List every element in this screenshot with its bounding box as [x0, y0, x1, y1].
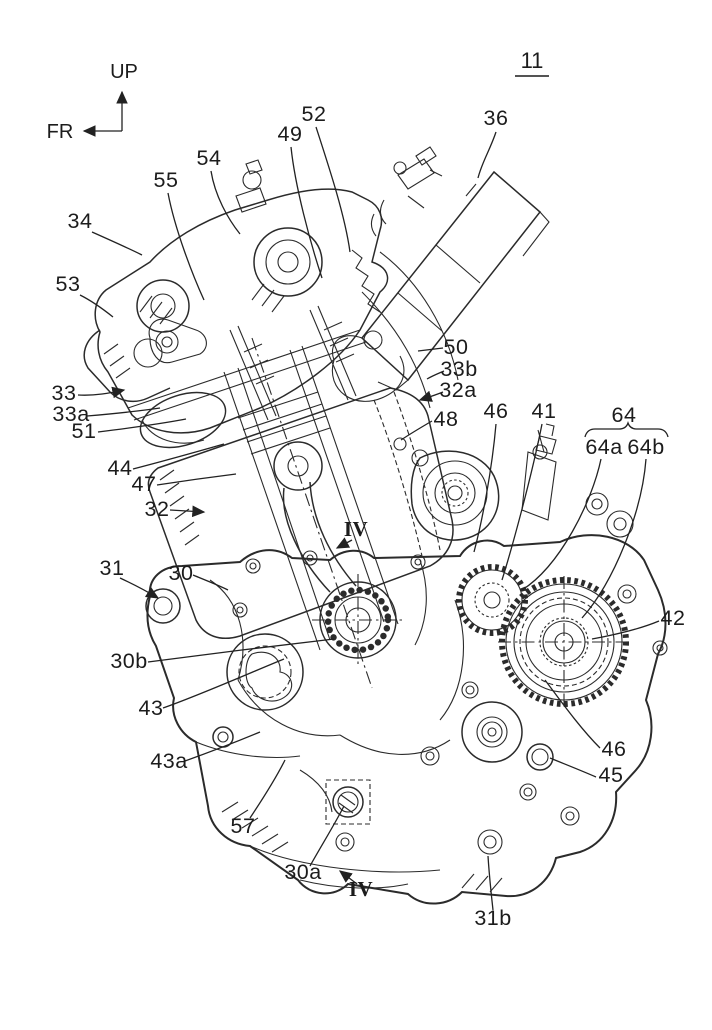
leader-50: [417, 347, 444, 352]
leader-36: [477, 131, 497, 179]
ref-label-42: 42: [661, 606, 686, 630]
leader-64a: [521, 458, 602, 591]
ref-label-57: 57: [231, 814, 256, 838]
leader-46-lower: [544, 679, 601, 749]
injector-assembly: [370, 146, 443, 237]
ref-label-55: 55: [154, 168, 179, 192]
leader-42: [591, 620, 660, 640]
leader-52: [315, 126, 351, 253]
ref-label-36: 36: [484, 106, 509, 130]
axis-label-fr: FR: [47, 121, 74, 143]
cylinder-head: [94, 159, 389, 434]
bolt-holes: [232, 492, 668, 855]
ref-label-46-lower: 46: [602, 737, 627, 761]
leader-57: [249, 759, 286, 819]
leader-31: [119, 577, 160, 599]
leader-49: [290, 146, 323, 279]
ref-label-64: 64: [612, 403, 637, 427]
leader-31b: [487, 855, 494, 911]
ref-label-32: 32: [145, 497, 170, 521]
crank-bearing: [312, 574, 404, 666]
axis-label-up: UP: [110, 61, 138, 83]
ref-label-64a: 64a: [585, 435, 622, 459]
ref-label-34: 34: [68, 209, 93, 233]
ref-label-46-upper: 46: [484, 399, 509, 423]
leader-lines: [77, 126, 669, 911]
leader-48: [400, 420, 433, 441]
leader-30a: [309, 805, 345, 867]
leader-51: [97, 418, 187, 433]
ref-label-48: 48: [434, 407, 459, 431]
section-label-mid: IV: [344, 517, 368, 541]
gear-cluster: [456, 429, 630, 708]
figure-number: 11: [521, 48, 544, 73]
figure-number-group: 11: [515, 48, 549, 77]
ref-label-33b: 33b: [440, 357, 477, 381]
ref-label-31: 31: [100, 556, 125, 580]
crankcase: [145, 492, 668, 905]
leader-33: [77, 386, 126, 399]
ref-label-32a: 32a: [439, 378, 476, 402]
pump-boss: [299, 769, 371, 825]
leader-30b: [147, 638, 335, 663]
leader-30: [192, 574, 229, 591]
cam-chain-cover: [410, 423, 557, 541]
ref-label-64b: 64b: [627, 435, 664, 459]
ref-labels: 36 52 49 54 55 34 53 33 33a 51 44 47 32 …: [52, 102, 686, 930]
ref-label-43a: 43a: [150, 749, 187, 773]
leader-64b: [581, 458, 647, 619]
cylinder-block: [147, 337, 454, 689]
ref-label-49: 49: [278, 122, 303, 146]
orientation-arrows: UP FR: [47, 61, 138, 143]
ref-label-43: 43: [139, 696, 164, 720]
leader-47: [156, 473, 237, 486]
leader-44: [132, 443, 225, 470]
ref-label-30a: 30a: [284, 860, 321, 884]
leader-34: [91, 231, 143, 256]
leader-32: [169, 505, 206, 518]
ref-label-33a: 33a: [52, 402, 89, 426]
leader-41: [501, 423, 543, 581]
ref-label-51: 51: [72, 419, 97, 443]
section-arrow-bottom: [338, 870, 358, 885]
ref-label-41: 41: [532, 399, 557, 423]
leader-53: [79, 294, 114, 318]
section-label-bottom: IV: [349, 877, 373, 901]
tensioner-and-oil-passage: [461, 701, 554, 771]
balancer: [226, 633, 304, 711]
ref-label-50: 50: [444, 335, 469, 359]
leader-45: [549, 757, 597, 778]
leader-54: [210, 170, 241, 235]
brace-64: [584, 420, 669, 438]
leader-43a: [184, 731, 261, 762]
leader-43: [162, 658, 285, 709]
ref-label-33: 33: [52, 381, 77, 405]
leader-46-upper: [473, 423, 497, 553]
ref-label-31b: 31b: [474, 906, 511, 930]
ref-label-53: 53: [56, 272, 81, 296]
ref-label-52: 52: [302, 102, 327, 126]
ref-label-30: 30: [169, 561, 194, 585]
leader-55: [167, 192, 205, 301]
ref-label-47: 47: [132, 472, 157, 496]
ref-label-44: 44: [108, 456, 133, 480]
ref-label-45: 45: [599, 763, 624, 787]
engine-line-art: [83, 146, 668, 905]
leader-32a: [418, 390, 444, 402]
leader-33a: [86, 407, 161, 417]
section-arrow-mid: [335, 537, 353, 549]
ref-label-30b: 30b: [110, 649, 147, 673]
port-area: [83, 329, 367, 449]
ref-label-54: 54: [197, 146, 222, 170]
leader-33b: [426, 370, 445, 380]
